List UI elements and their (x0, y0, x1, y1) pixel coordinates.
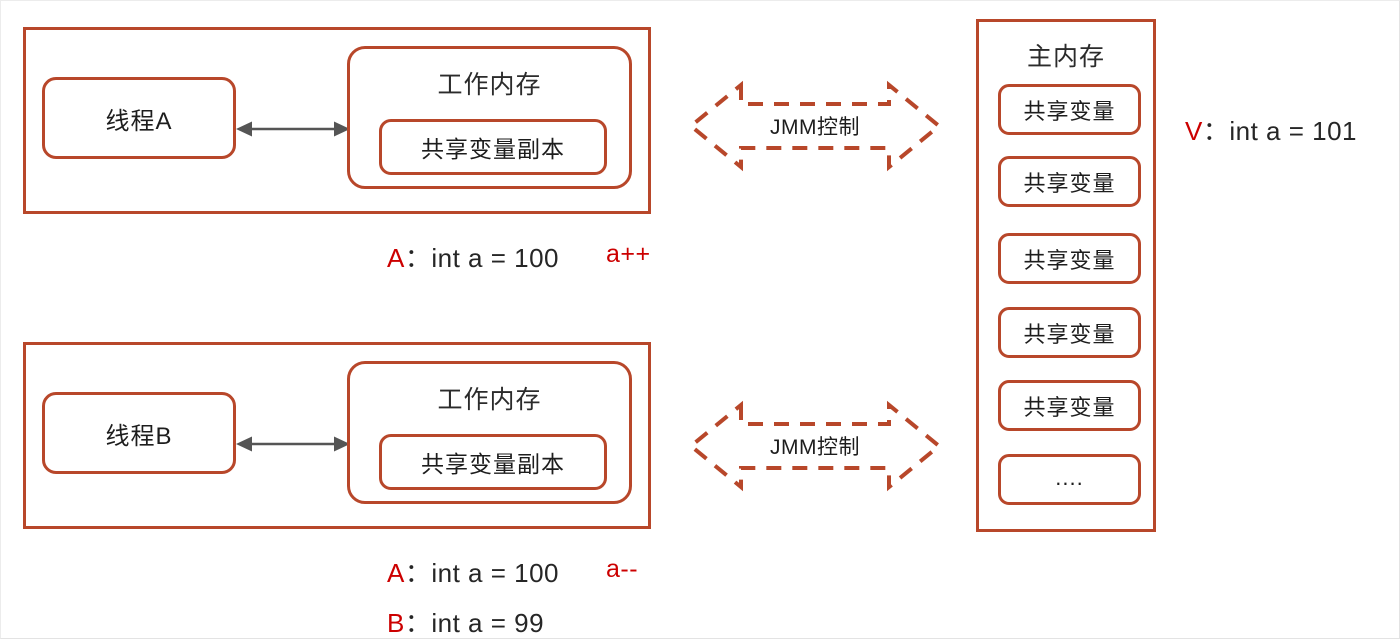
main-memory-annotation-sep: ： (1202, 116, 1230, 146)
main-memory-title: 主内存 (1026, 43, 1105, 71)
main-memory-item-6-label: .... (1055, 464, 1084, 490)
thread-a-shared-copy-label: 共享变量副本 (421, 136, 565, 162)
thread-b-working-memory: 工作内存 共享变量副本 (347, 361, 632, 504)
thread-b-shared-copy: 共享变量副本 (379, 434, 607, 490)
main-memory-item-1-label: 共享变量 (1023, 98, 1116, 124)
thread-b-annotation-1-text: int a = 99 (431, 608, 545, 638)
main-memory-item-1: 共享变量 (998, 84, 1141, 135)
thread-b-annotation-0-sep: ： (404, 558, 432, 588)
thread-b-shared-copy-label: 共享变量副本 (421, 451, 565, 477)
jmm-control-label-1: JMM控制 (770, 116, 860, 139)
jmm-control-arrow-1: JMM控制 (685, 79, 945, 173)
thread-b-operation: a-- (606, 555, 639, 583)
main-memory-item-3: 共享变量 (998, 233, 1141, 284)
main-memory-annotation: V：int a = 101 (1185, 111, 1357, 148)
jmm-arrow-shape-2 (687, 400, 943, 492)
thread-b-annotation-1-sep: ： (404, 608, 432, 638)
thread-b-working-memory-title: 工作内存 (437, 386, 542, 414)
thread-a-annotation-0-sep: ： (404, 243, 432, 273)
thread-b-annotation-0-key: A (387, 558, 405, 588)
jmm-control-arrow-2: JMM控制 (685, 399, 945, 493)
thread-b-connector-arrow (236, 431, 350, 457)
main-memory-item-5-label: 共享变量 (1023, 394, 1116, 420)
thread-a-connector-arrow (236, 116, 350, 142)
thread-a-working-memory-title: 工作内存 (437, 71, 542, 99)
thread-b-annotation-0: A：int a = 100 (387, 553, 559, 590)
thread-a-annotation-0-key: A (387, 243, 405, 273)
main-memory-annotation-text: int a = 101 (1229, 116, 1358, 146)
thread-b-annotation-0-text: int a = 100 (431, 558, 560, 588)
thread-a-shared-copy: 共享变量副本 (379, 119, 607, 175)
jmm-control-label-2: JMM控制 (770, 436, 860, 459)
thread-a-annotation-0: A：int a = 100 (387, 238, 559, 275)
jmm-arrow-shape-1 (687, 80, 943, 172)
thread-b-box: 线程B (42, 392, 236, 474)
thread-b-annotation-1: B：int a = 99 (387, 603, 545, 638)
main-memory-item-2: 共享变量 (998, 156, 1141, 207)
main-memory-item-3-label: 共享变量 (1023, 247, 1116, 273)
thread-a-operation: a++ (606, 240, 651, 268)
thread-a-container: 线程A 工作内存 共享变量副本 (23, 27, 651, 214)
main-memory-annotation-key: V (1185, 116, 1203, 146)
thread-a-annotation-0-text: int a = 100 (431, 243, 560, 273)
thread-b-label: 线程B (105, 422, 173, 450)
main-memory-item-5: 共享变量 (998, 380, 1141, 431)
thread-a-box: 线程A (42, 77, 236, 159)
thread-b-container: 线程B 工作内存 共享变量副本 (23, 342, 651, 529)
main-memory-item-4-label: 共享变量 (1023, 321, 1116, 347)
main-memory-item-4: 共享变量 (998, 307, 1141, 358)
thread-b-annotation-1-key: B (387, 608, 405, 638)
thread-a-label: 线程A (105, 107, 173, 135)
thread-a-working-memory: 工作内存 共享变量副本 (347, 46, 632, 189)
main-memory-container: 主内存 共享变量 共享变量 共享变量 共享变量 共享变量 .... (976, 19, 1156, 532)
main-memory-item-2-label: 共享变量 (1023, 170, 1116, 196)
main-memory-item-6: .... (998, 454, 1141, 505)
